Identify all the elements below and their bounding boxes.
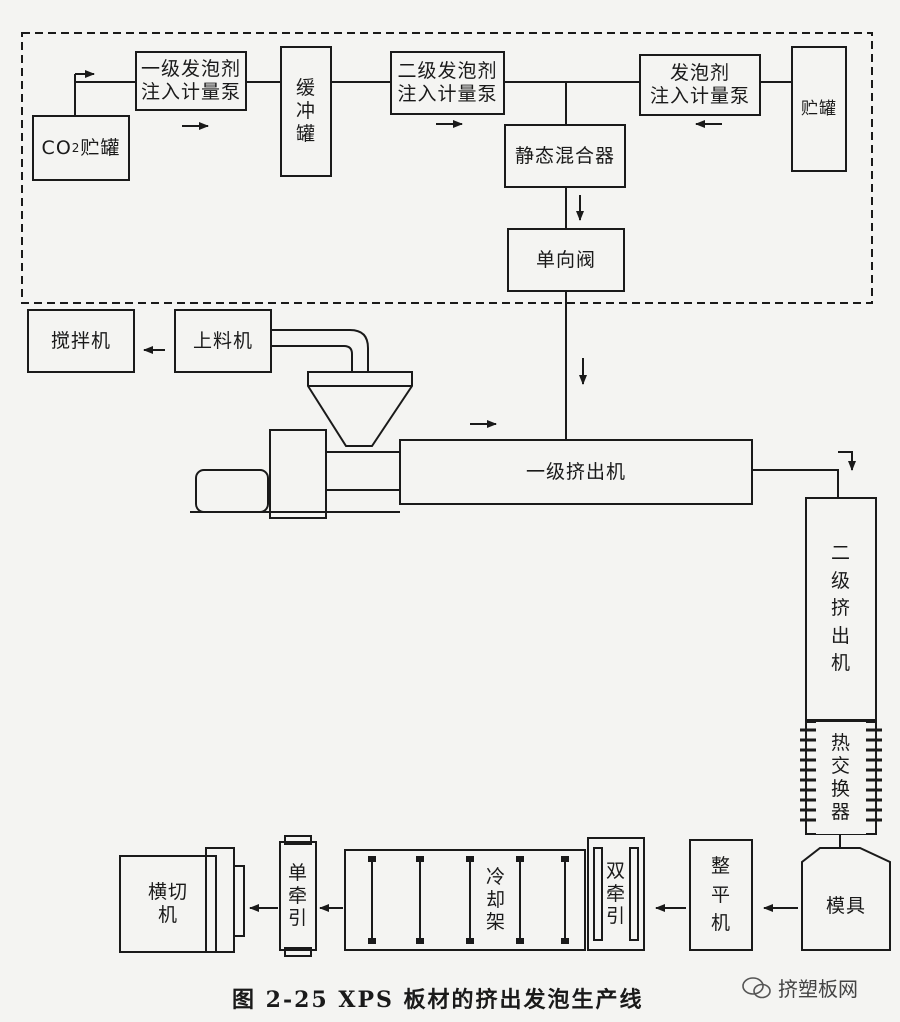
- check-valve-label: 单向阀: [535, 248, 596, 271]
- cooling-rack-rod-ends: [368, 856, 569, 944]
- cooling-rack-label: 冷 却 架: [485, 865, 506, 934]
- die-box: [801, 847, 891, 951]
- pump2-label: 二级发泡剂 注入计量泵: [397, 60, 498, 105]
- cooling-rack-rods: [371, 860, 566, 940]
- extruder2-box: [805, 497, 877, 721]
- watermark-text: 挤塑板网: [778, 977, 858, 1001]
- feeder-box: [174, 309, 272, 373]
- buffer-tank-box: [280, 46, 332, 177]
- pump3-box: [639, 54, 761, 116]
- double-haul-off-roller-right: [629, 847, 639, 941]
- line-co2-pump1: [74, 81, 136, 116]
- flow-arrow-extruder2: [838, 451, 856, 471]
- extruder-gearbox: [269, 429, 327, 519]
- cooling-rack-box: [344, 849, 586, 951]
- figure-caption: 图 2-25 XPS 板材的挤出发泡生产线: [232, 987, 644, 1013]
- cross-cutter-cap: [233, 865, 245, 937]
- extruder1-label: 一级挤出机: [525, 460, 626, 483]
- leveler-box: [689, 839, 753, 951]
- co2-tank-rest: 贮罐: [80, 136, 121, 159]
- heat-exchanger-label: 热 交 换 器: [816, 722, 866, 834]
- buffer-tank-label: 缓 冲 罐: [295, 77, 316, 145]
- extruder2-label: 二 级 挤 出 机: [830, 542, 851, 675]
- storage-tank-label: 贮罐: [801, 98, 837, 119]
- single-haul-off-cap-bottom: [284, 947, 312, 957]
- leveler-label: 整 平 机: [710, 855, 731, 935]
- co2-tank-box: [32, 115, 130, 181]
- static-mixer-label: 静态混合器: [514, 144, 615, 167]
- line-extruder1-extruder2: [752, 469, 839, 498]
- double-haul-off-roller-left: [593, 847, 603, 941]
- pump1-label: 一级发泡剂 注入计量泵: [140, 58, 241, 103]
- mixer-label: 搅拌机: [50, 329, 111, 352]
- die-label: 模具: [825, 894, 866, 917]
- extruder1-box: [399, 439, 753, 505]
- wechat-icon: [742, 976, 771, 998]
- co2-tank-subscript: 2: [71, 140, 81, 155]
- co2-tank-main: CO: [41, 136, 72, 159]
- feeder-chute: [271, 329, 369, 372]
- pump3-label: 发泡剂 注入计量泵: [649, 62, 750, 107]
- cross-cutter-label: 横切 机: [147, 881, 188, 926]
- extruder-motor: [195, 469, 269, 513]
- double-haul-off-box: [587, 837, 645, 951]
- cross-cutter-body: [119, 855, 217, 953]
- double-haul-off-label: 双 牵 引: [605, 859, 626, 928]
- watermark: 挤塑板网: [742, 973, 858, 1002]
- single-haul-off-label: 单 牵 引: [287, 861, 308, 930]
- hopper: [307, 371, 413, 447]
- storage-tank-box: [791, 46, 847, 172]
- mixer-box: [27, 309, 135, 373]
- feeder-label: 上料机: [192, 329, 253, 352]
- single-haul-off-box: [279, 841, 317, 951]
- single-haul-off-cap-top: [284, 835, 312, 845]
